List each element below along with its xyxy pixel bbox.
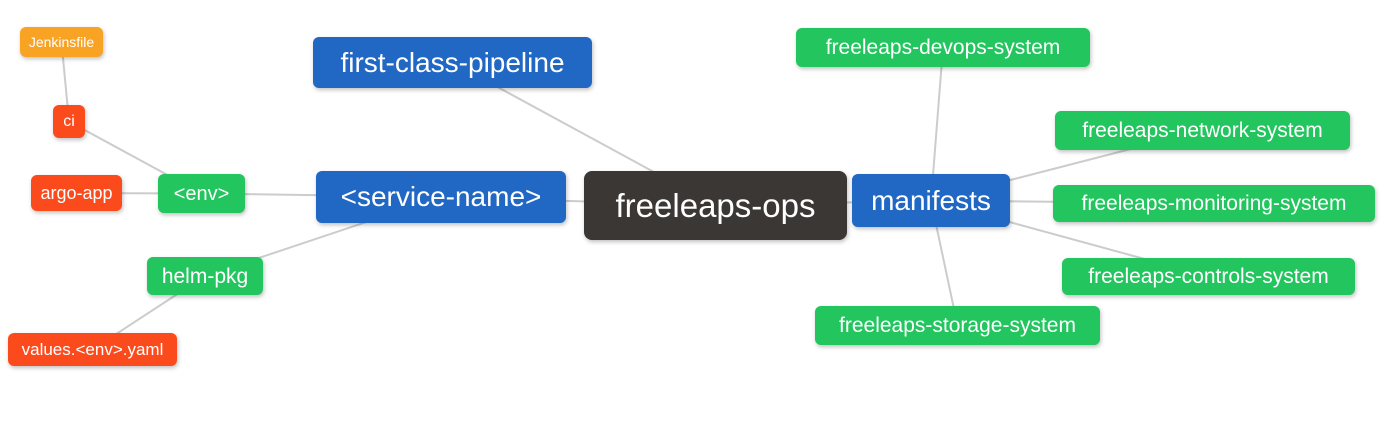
node-service-name-label: <service-name> (340, 181, 542, 212)
node-env[interactable]: <env> (158, 174, 245, 213)
node-jenkinsfile-label: Jenkinsfile (28, 34, 95, 50)
node-freeleaps-ops[interactable]: freeleaps-ops (584, 171, 847, 240)
node-argo-app[interactable]: argo-app (31, 175, 122, 211)
node-service-name[interactable]: <service-name> (316, 171, 566, 223)
node-freeleaps-ops-label: freeleaps-ops (615, 187, 816, 224)
node-freeleaps-controls-system[interactable]: freeleaps-controls-system (1062, 258, 1355, 295)
node-freeleaps-network-system-label: freeleaps-network-system (1082, 119, 1323, 142)
node-freeleaps-storage-system-label: freeleaps-storage-system (839, 314, 1076, 337)
node-manifests-label: manifests (871, 184, 991, 216)
node-freeleaps-devops-system-label: freeleaps-devops-system (825, 36, 1061, 59)
node-freeleaps-controls-system-label: freeleaps-controls-system (1088, 265, 1329, 288)
node-helm-pkg-label: helm-pkg (161, 264, 249, 288)
node-freeleaps-network-system[interactable]: freeleaps-network-system (1055, 111, 1350, 150)
node-values-env-yaml-label: values.<env>.yaml (21, 340, 164, 359)
node-freeleaps-devops-system[interactable]: freeleaps-devops-system (796, 28, 1090, 67)
node-ci-label: ci (63, 112, 75, 130)
node-env-label: <env> (173, 182, 230, 205)
node-values-env-yaml[interactable]: values.<env>.yaml (8, 333, 177, 366)
node-ci[interactable]: ci (53, 105, 85, 138)
node-first-class-pipeline[interactable]: first-class-pipeline (313, 37, 592, 88)
node-freeleaps-storage-system[interactable]: freeleaps-storage-system (815, 306, 1100, 345)
node-helm-pkg[interactable]: helm-pkg (147, 257, 263, 295)
node-freeleaps-monitoring-system-label: freeleaps-monitoring-system (1081, 192, 1347, 215)
node-first-class-pipeline-label: first-class-pipeline (340, 46, 565, 78)
node-freeleaps-monitoring-system[interactable]: freeleaps-monitoring-system (1053, 185, 1375, 222)
node-manifests[interactable]: manifests (852, 174, 1010, 227)
node-argo-app-label: argo-app (40, 183, 113, 203)
node-jenkinsfile[interactable]: Jenkinsfile (20, 27, 103, 57)
